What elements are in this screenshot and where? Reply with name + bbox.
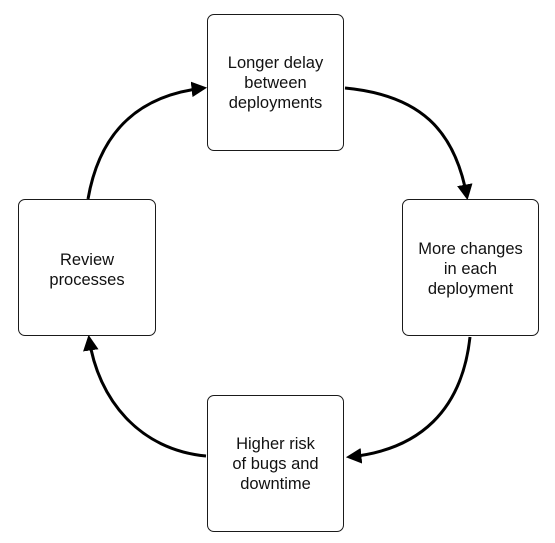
arrow-changes-to-risk <box>345 336 472 464</box>
node-longer-delay-label: Longer delay between deployments <box>227 53 324 112</box>
arrow-review-to-delay <box>86 81 208 200</box>
node-review-processes-label: Review processes <box>49 250 125 289</box>
node-higher-risk: Higher risk of bugs and downtime <box>207 395 344 532</box>
arrow-risk-to-review <box>83 334 207 458</box>
node-longer-delay: Longer delay between deployments <box>207 14 344 151</box>
arrow-delay-to-changes <box>344 86 473 201</box>
node-review-processes: Review processes <box>18 199 156 336</box>
node-higher-risk-label: Higher risk of bugs and downtime <box>232 434 319 493</box>
node-more-changes: More changes in each deployment <box>402 199 539 336</box>
node-more-changes-label: More changes in each deployment <box>418 239 523 298</box>
